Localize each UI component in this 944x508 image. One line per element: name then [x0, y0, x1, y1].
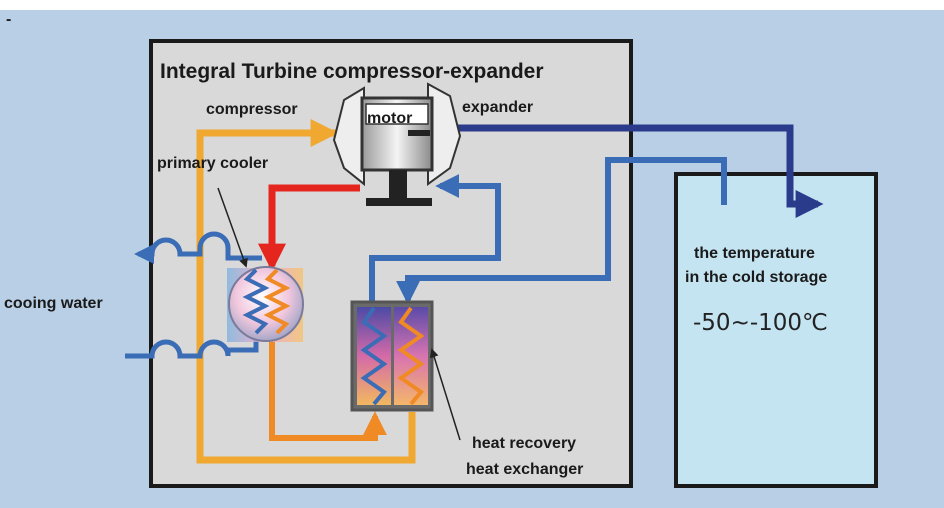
cold-storage-label-line2: in the cold storage	[685, 269, 827, 286]
heat-recovery-label-line1: heat recovery	[472, 435, 576, 452]
cooling-water-label: cooing water	[4, 295, 103, 312]
expander-to-storage-line	[452, 124, 824, 218]
cold-storage-temperature-range: -50~-100℃	[693, 310, 828, 336]
heat-exchanger-pointer	[429, 348, 461, 441]
cold-storage-label-line1: the temperature	[694, 245, 815, 262]
heat-recovery-label-line2: heat exchanger	[466, 461, 583, 478]
motor-base	[366, 198, 432, 206]
cooler-to-exchanger-line	[269, 335, 387, 441]
heat-recovery-exchanger	[350, 300, 434, 412]
turbine-unit	[332, 82, 462, 206]
cooling-water-inlet	[125, 286, 266, 359]
exchanger-to-expander-line	[369, 174, 501, 305]
compressor-label: compressor	[206, 101, 298, 118]
primary-cooler	[227, 266, 304, 342]
motor-stand	[389, 170, 407, 198]
hot-discharge-line	[258, 184, 360, 272]
expander-label: expander	[462, 99, 533, 116]
diagram-title: Integral Turbine compressor-expander	[160, 60, 544, 83]
cold-storage-return-line	[396, 157, 727, 305]
top-margin	[0, 0, 944, 10]
corner-mark: -	[6, 11, 11, 28]
cooling-water-outlet	[134, 231, 262, 264]
primary-cooler-label: primary cooler	[157, 155, 268, 172]
primary-cooler-pointer	[217, 187, 248, 268]
motor-label: motor	[367, 110, 412, 127]
cold-storage-tank	[674, 172, 878, 488]
